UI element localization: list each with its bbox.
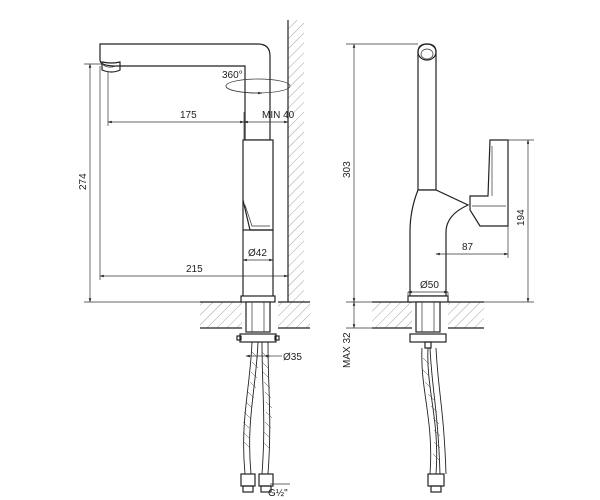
rotation-arrow [225,85,263,95]
left-view: 360° [78,20,310,499]
lever-reach-label: 87 [462,242,474,253]
spout-right [417,43,437,191]
max-counter-label: MAX 32 [342,332,353,368]
diameter-hole-label: Ø35 [283,352,302,363]
height-total-label: 303 [342,161,353,178]
rotation-label: 360° [222,70,243,81]
hose-left-a [243,341,253,475]
lever-right [469,139,509,227]
min-wall-label: MIN 40 [262,110,295,121]
thread-label: G½" [268,488,288,499]
depth-left-label: 215 [186,264,203,275]
spout-reach-label: 175 [180,110,197,121]
diameter-base-right-label: Ø50 [420,280,439,291]
height-lever-label: 194 [516,209,527,226]
right-view: 303 MAX 32 194 87 Ø50 [342,43,534,493]
hose-left-b [261,341,265,475]
height-left-label: 274 [78,173,89,190]
hose-right-b [429,347,441,475]
spout-left [99,43,271,141]
body-right [409,189,470,297]
wall-hatch [288,20,304,302]
hose-right-a [421,347,432,475]
body-left [242,139,274,231]
diameter-base-left-label: Ø42 [248,248,267,259]
